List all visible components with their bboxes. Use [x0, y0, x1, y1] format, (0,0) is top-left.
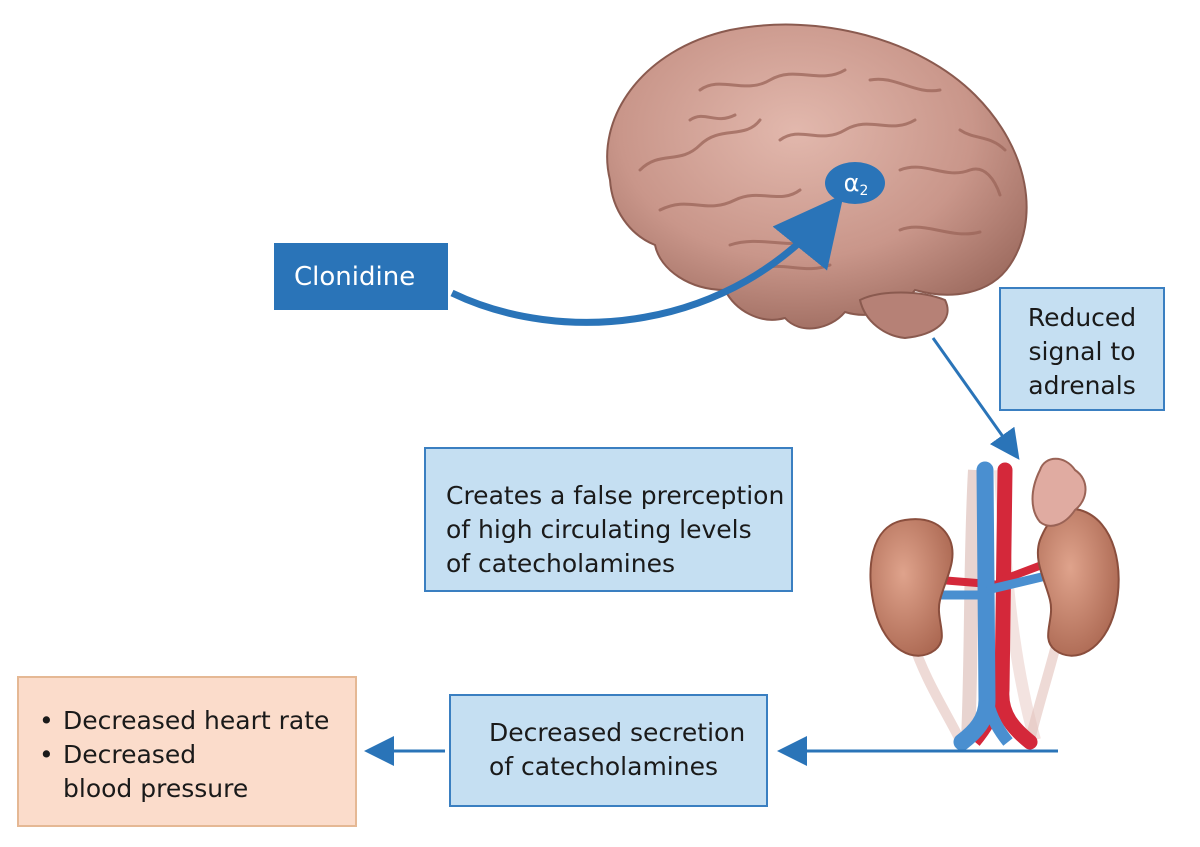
decreased-secretion-line: Decreased secretion: [489, 718, 746, 747]
effects-box: Decreased heart rate Decreased blood pres…: [17, 676, 357, 827]
decreased-secretion-line: of catecholamines: [489, 752, 718, 781]
alpha-subscript: 2: [859, 183, 869, 199]
effect-item: Decreased heart rate: [37, 704, 355, 738]
false-perception-line: of high circulating levels: [446, 515, 752, 544]
false-perception-box: Creates a false prerception of high circ…: [424, 447, 793, 592]
alpha2-receptor-label: α2: [828, 163, 884, 203]
false-perception-line: Creates a false prerception: [446, 481, 785, 510]
brain-to-adrenal-arrow: [931, 337, 1020, 460]
brain-icon: [606, 23, 1028, 340]
reduced-signal-box: Reduced signal to adrenals: [999, 287, 1165, 411]
effect-continuation: blood pressure: [63, 774, 249, 803]
reduced-signal-line: Reduced: [1027, 303, 1137, 332]
clonidine-box: Clonidine: [274, 243, 448, 310]
false-perception-line: of catecholamines: [446, 549, 675, 578]
reduced-signal-line: adrenals: [1028, 371, 1136, 400]
effect-item: Decreased blood pressure: [37, 738, 355, 806]
clonidine-label: Clonidine: [294, 261, 416, 292]
effects-list: Decreased heart rate Decreased blood pres…: [37, 704, 355, 806]
clonidine-to-receptor-arrow: [450, 194, 844, 326]
kidneys-adrenal-icon: [869, 457, 1120, 751]
decreased-secretion-box: Decreased secretion of catecholamines: [449, 694, 768, 807]
reduced-signal-line: signal to: [1028, 337, 1136, 366]
alpha-symbol: α: [843, 169, 860, 197]
effect-text: Decreased: [63, 740, 197, 769]
effect-text: Decreased heart rate: [63, 706, 330, 735]
alpha2-receptor-marker: [825, 162, 885, 204]
